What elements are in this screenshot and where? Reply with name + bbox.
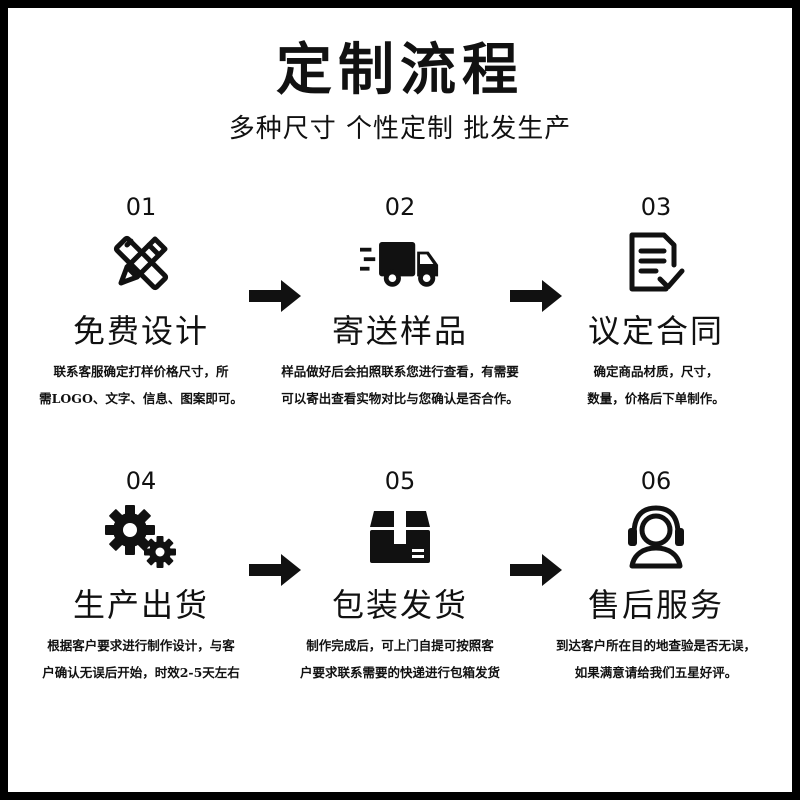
step-title: 生产出货 xyxy=(72,586,209,624)
step-description: 根据客户要求进行制作设计，与客 户确认无误后开始，时效2-5天左右 xyxy=(42,638,240,680)
step-title: 议定合同 xyxy=(587,312,724,350)
step-description: 确定商品材质，尺寸， 数量，价格后下单制作。 xyxy=(587,364,725,406)
delivery-truck-icon xyxy=(360,228,440,298)
step-number: 01 xyxy=(125,193,157,221)
gears-icon xyxy=(101,502,181,572)
arrow-right-icon xyxy=(249,554,301,586)
arrow-right-icon xyxy=(249,280,301,312)
step-number: 03 xyxy=(640,193,672,221)
arrow-right-icon xyxy=(510,554,562,586)
document-check-icon xyxy=(616,228,696,298)
step-title: 包装发货 xyxy=(331,586,468,624)
step-description: 联系客服确定打样价格尺寸，所 需LOGO、文字、信息、图案即可。 xyxy=(39,364,243,406)
step-description: 到达客户所在目的地查验是否无误， 如果满意请给我们五星好评。 xyxy=(555,638,756,680)
step-5: 05 包装发货 制作完成后，可上门自提可按照客 户要求联系需要的快递进行包箱发货 xyxy=(280,466,520,686)
step-title: 免费设计 xyxy=(72,312,209,350)
step-description: 样品做好后会拍照联系您进行查看，有需要 可以寄出查看实物对比与您确认是否合作。 xyxy=(281,364,519,406)
step-number: 06 xyxy=(640,467,672,495)
page-subtitle: 多种尺寸 个性定制 批发生产 xyxy=(228,114,572,144)
step-description: 制作完成后，可上门自提可按照客 户要求联系需要的快递进行包箱发货 xyxy=(299,638,500,680)
arrow-right-icon xyxy=(510,280,562,312)
step-title: 寄送样品 xyxy=(331,312,468,350)
package-box-icon xyxy=(360,502,440,572)
pencil-ruler-icon xyxy=(101,228,181,298)
step-6: 06 售后服务 到达客户所在目的地查验是否无误， 如果满意请给我们五星好评。 xyxy=(536,466,776,686)
step-3: 03 议定合同 确定商品材质，尺寸， 数量，价格后下单制作。 xyxy=(536,192,776,412)
step-number: 04 xyxy=(125,467,157,495)
step-2: 02 寄送样品 样品做好后会拍照联系您进行查看，有需要 可以寄出查看实物对 xyxy=(280,192,520,412)
step-number: 02 xyxy=(384,193,416,221)
step-number: 05 xyxy=(384,467,416,495)
process-poster: 定制流程 多种尺寸 个性定制 批发生产 01 免费设计 联系客服确定打样价格尺寸… xyxy=(8,8,792,792)
step-1: 01 免费设计 联系客服确定打样价格尺寸，所 需LOGO、文字、信息、图案即可。 xyxy=(21,192,261,412)
step-4: 04 xyxy=(21,466,261,686)
headset-support-icon xyxy=(616,502,696,572)
step-title: 售后服务 xyxy=(587,586,724,624)
page-title: 定制流程 xyxy=(276,38,524,103)
